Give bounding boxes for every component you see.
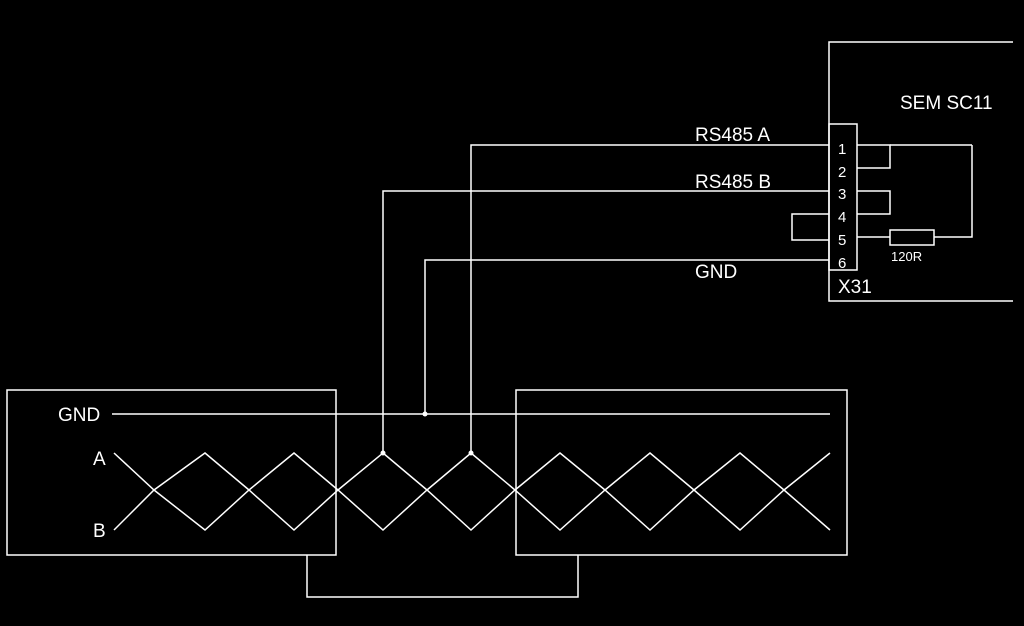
signal-label-b: RS485 B (695, 172, 771, 193)
cable-label-a: A (93, 449, 106, 470)
terminal-2: 2 (838, 164, 846, 181)
terminal-block (828, 123, 858, 271)
device-name: SEM SC11 (900, 93, 993, 114)
cable-shield-link (306, 555, 579, 598)
terminal-6: 6 (838, 255, 846, 272)
cable-gnd-label: GND (58, 405, 100, 426)
signal-label-a: RS485 A (695, 125, 770, 146)
terminal-jumpers (791, 144, 973, 241)
wire-rs485-a (470, 144, 829, 453)
wire-gnd (424, 259, 829, 414)
terminal-5: 5 (838, 232, 846, 249)
terminal-1: 1 (838, 141, 846, 158)
cable-box-right (515, 389, 848, 556)
termination-resistor (889, 229, 935, 246)
signal-label-gnd: GND (695, 262, 737, 283)
terminal-4: 4 (838, 209, 846, 226)
wire-rs485-b (382, 190, 829, 453)
connector-label: X31 (838, 277, 872, 298)
cable-label-b: B (93, 521, 106, 542)
twisted-pair (113, 452, 831, 532)
cable-box-left (6, 389, 337, 556)
resistor-label: 120R (891, 249, 922, 264)
terminal-3: 3 (838, 186, 846, 203)
